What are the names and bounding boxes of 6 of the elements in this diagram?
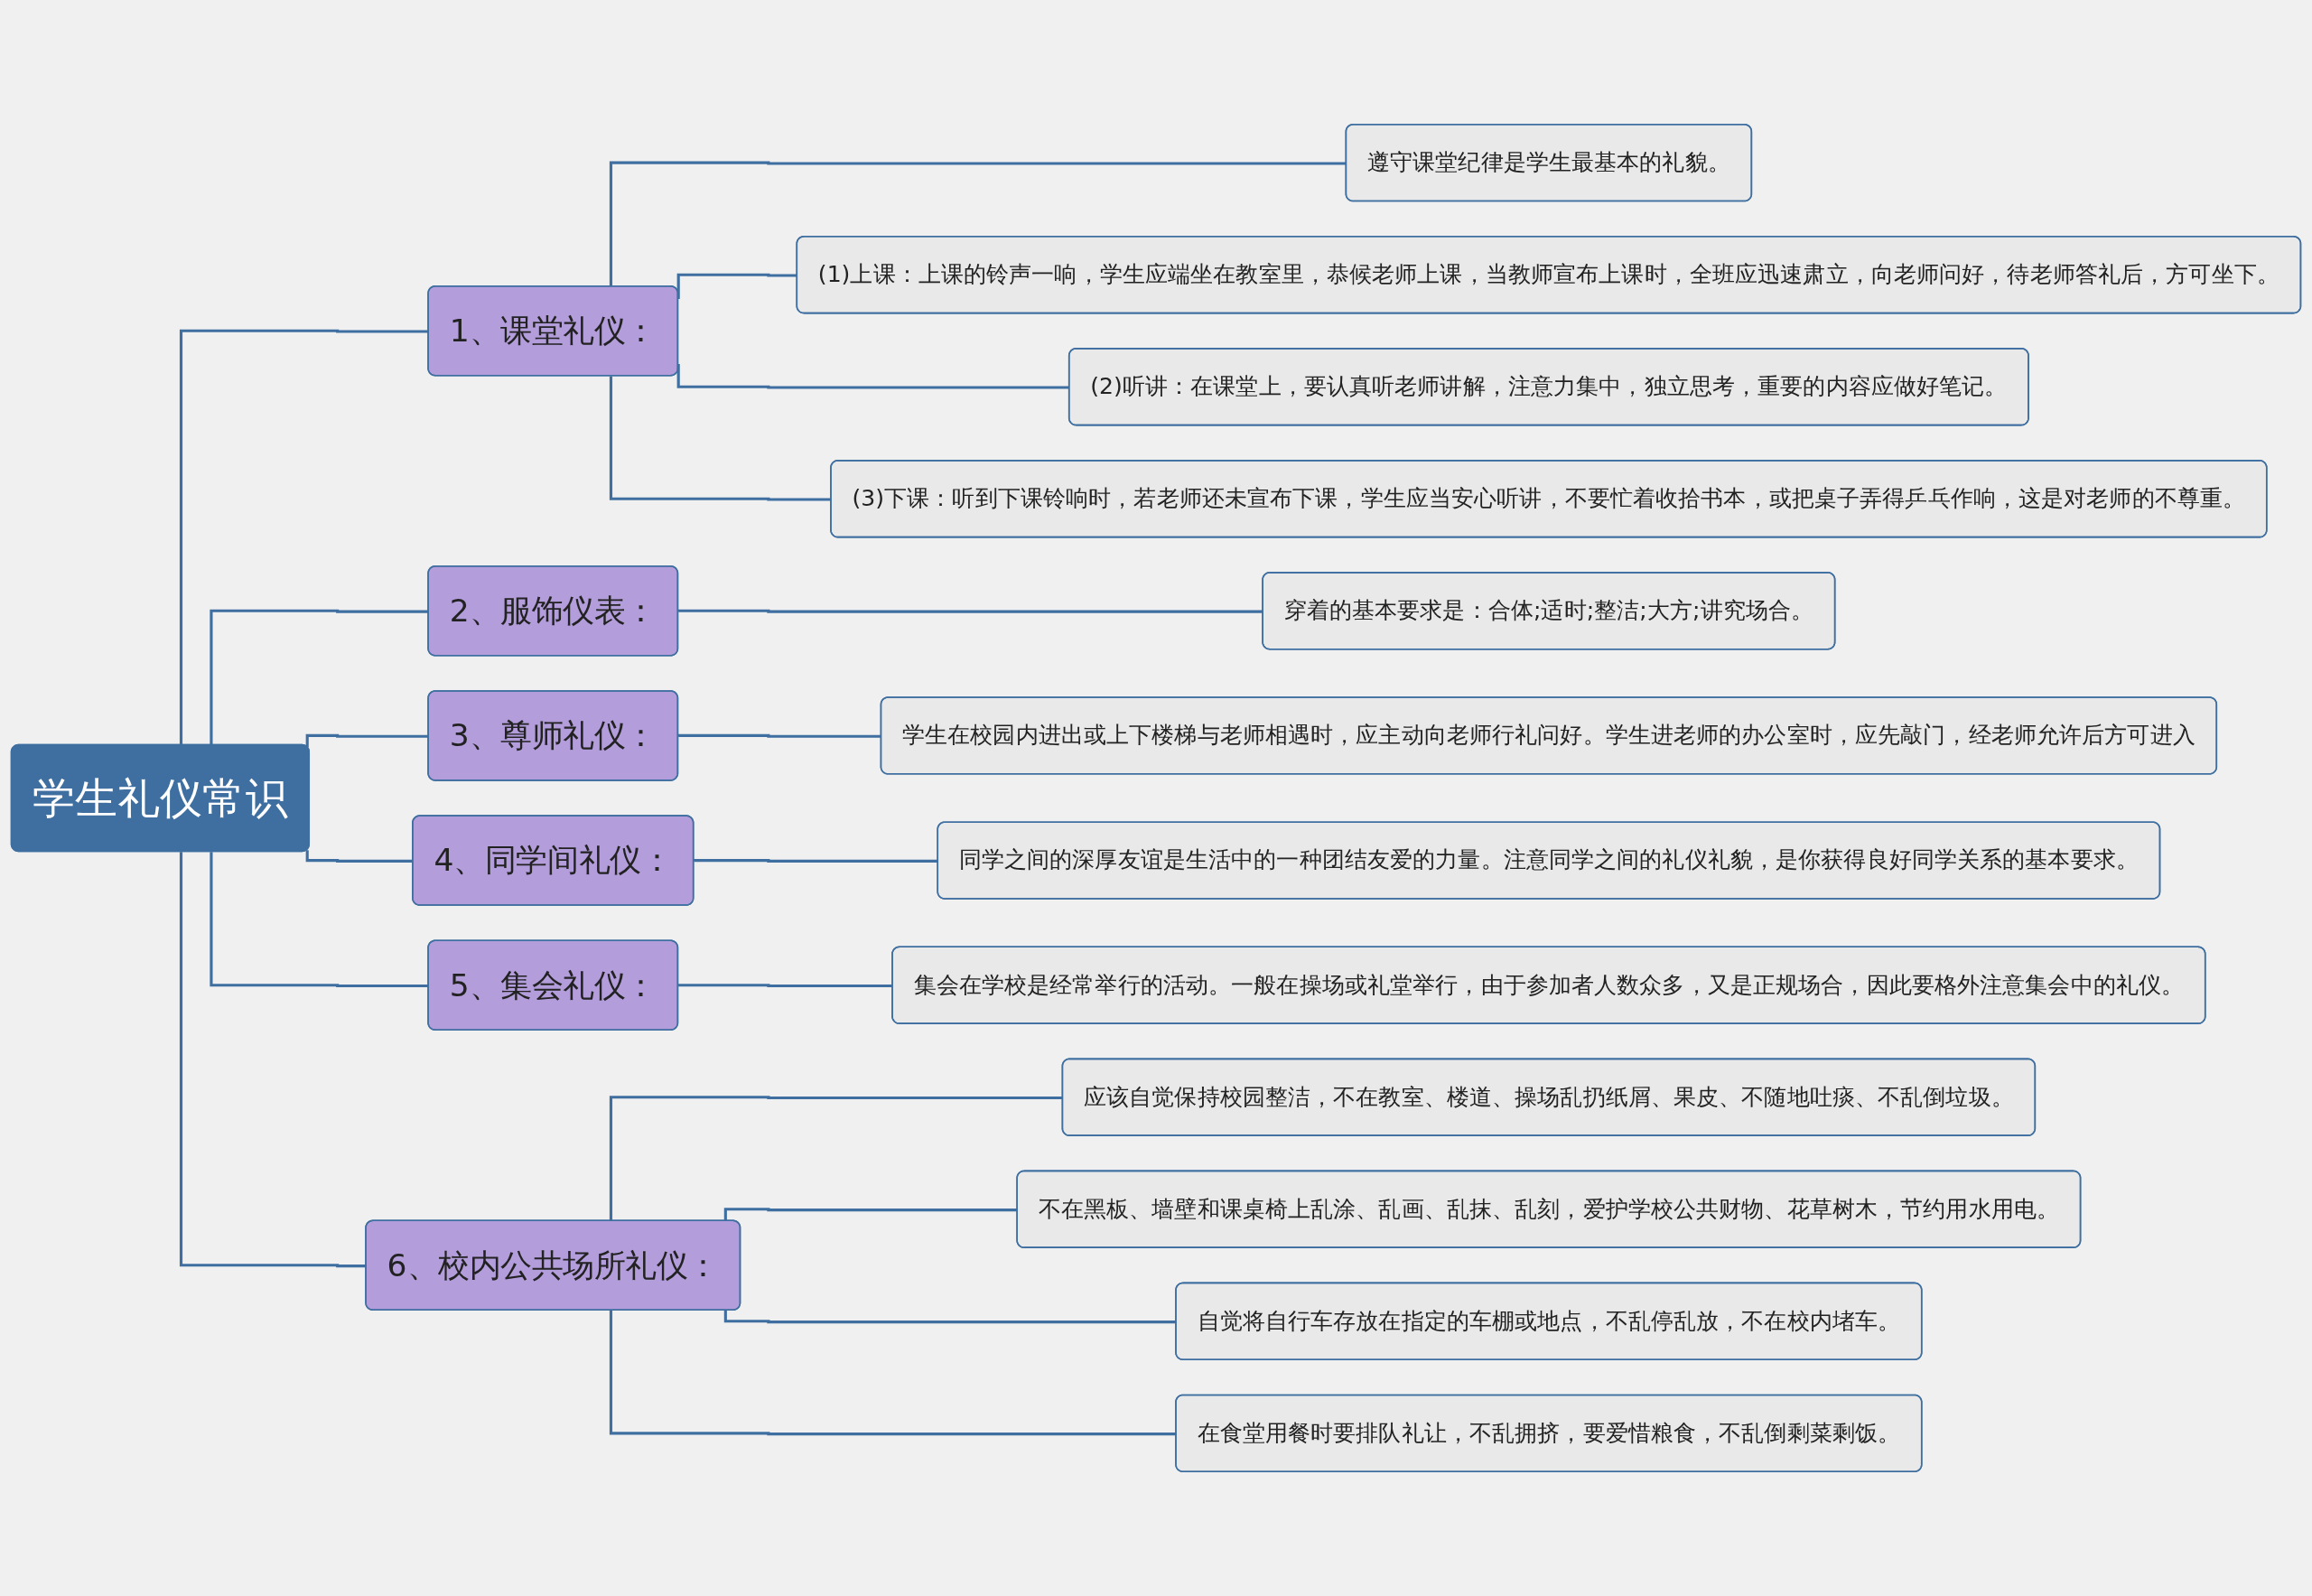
connector	[179, 852, 367, 1268]
connector	[210, 852, 429, 988]
connector	[305, 733, 429, 748]
connector	[723, 1208, 1018, 1222]
connector	[179, 329, 429, 746]
connector	[210, 609, 429, 746]
